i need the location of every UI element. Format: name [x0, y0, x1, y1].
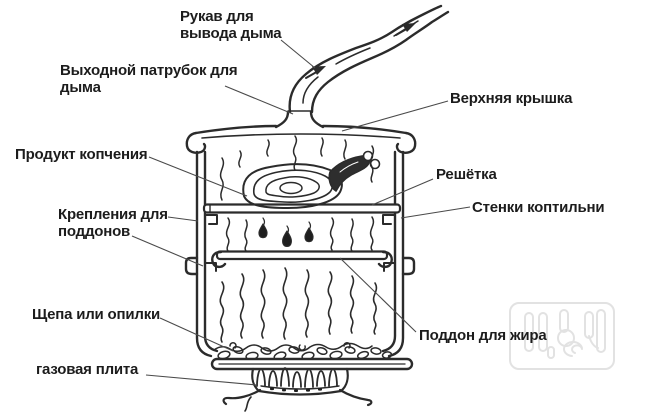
leader-smoker-walls [400, 206, 471, 219]
grate [202, 203, 402, 214]
leader-smoke-outlet [224, 85, 294, 115]
gas-burner [222, 367, 373, 412]
leader-top-lid [341, 100, 449, 132]
burner-holes [270, 387, 322, 392]
smoke-flow-arrow-icon [395, 23, 416, 36]
smoke-flow-arrow-icon [305, 66, 326, 79]
label-grate: Решётка [436, 166, 497, 183]
burner-legs [222, 388, 373, 412]
top-lid [185, 124, 417, 154]
smoked-product [242, 150, 381, 209]
smoke-outlet-pipe [274, 110, 325, 129]
label-smoker-walls: Стенки коптильни [472, 199, 605, 216]
smoke-lines-middle [225, 216, 375, 252]
label-wood-chips: Щепа или опилки [32, 306, 161, 323]
label-smoke-outlet: Выходной патрубок для дыма [60, 62, 238, 96]
leader-wood-chips [159, 317, 234, 352]
label-top-lid: Верхняя крышка [450, 90, 573, 107]
leader-lines [131, 39, 471, 386]
smoke-hose [288, 4, 450, 114]
fat-tray [211, 250, 393, 269]
leader-smoked-product [148, 156, 248, 197]
pot-bottom [210, 357, 414, 371]
burner-flames [256, 367, 338, 388]
leader-smoke-hose [280, 39, 316, 69]
leader-gas-stove [145, 374, 258, 386]
smoke-lines-lower [219, 267, 378, 343]
tray-bracket-icon [204, 214, 396, 272]
smoke-lines-upper [219, 135, 375, 201]
leader-tray-mounts-upper [167, 216, 199, 222]
label-tray-mounts: Крепления для поддонов [58, 206, 168, 240]
label-smoke-hose: Рукав для вывода дыма [180, 8, 282, 42]
label-smoked-product: Продукт копчения [15, 146, 148, 163]
fat-droplets [258, 217, 314, 247]
label-gas-stove: газовая плита [36, 361, 139, 378]
watermark-logo [509, 302, 615, 370]
leader-fat-tray [339, 257, 417, 333]
leader-tray-mounts-lower [131, 235, 204, 267]
label-fat-tray: Поддон для жира [419, 327, 547, 344]
leader-grate [371, 178, 434, 206]
